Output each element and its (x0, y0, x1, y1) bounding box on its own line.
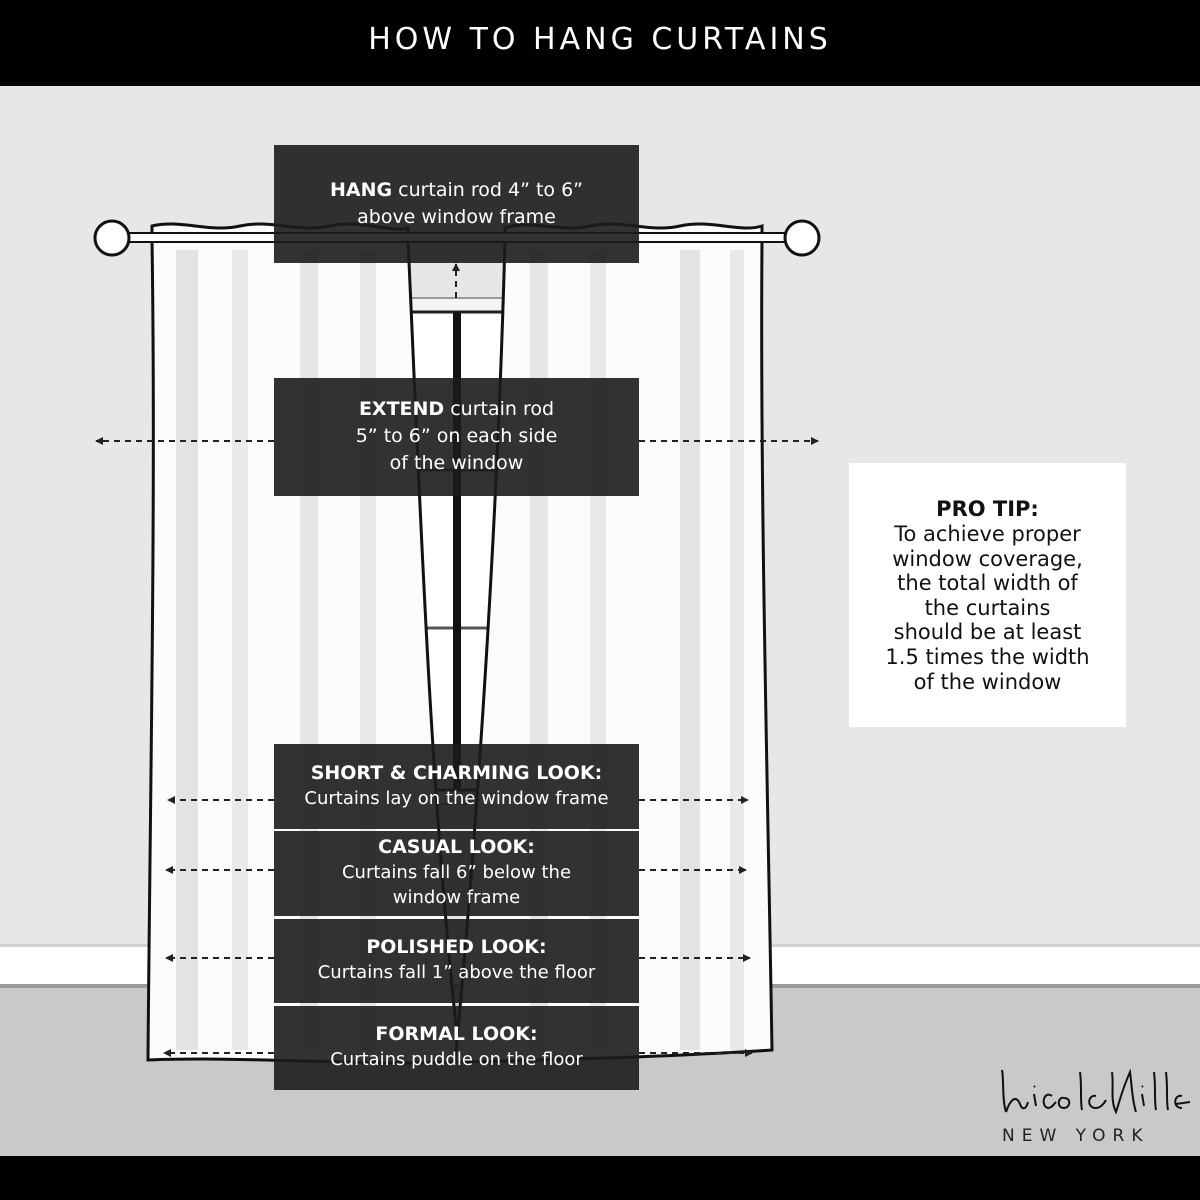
casual-look: CASUAL LOOK: Curtains fall 6” below the … (274, 831, 639, 916)
short-charming-look: SHORT & CHARMING LOOK: Curtains lay on t… (274, 744, 639, 829)
page-title: HOW TO HANG CURTAINS (368, 22, 832, 57)
extend-bold: EXTEND (358, 398, 445, 420)
measurement-guides (95, 263, 819, 1057)
hang-bold: HANG (329, 179, 393, 201)
pro-tip-line: the total width of (897, 571, 1078, 596)
look-desc: Curtains puddle on the floor (330, 1049, 583, 1070)
pro-tip-line: the curtains (924, 595, 1051, 620)
pro-tip-line: To achieve proper (894, 522, 1081, 546)
extend-line3: of the window (389, 452, 524, 474)
formal-look: FORMAL LOOK: Curtains puddle on the floo… (274, 1006, 639, 1090)
look-title: FORMAL LOOK: (375, 1023, 538, 1045)
look-title: CASUAL LOOK: (378, 836, 535, 858)
look-desc: Curtains fall 1” above the floor (317, 962, 596, 983)
hang-line2: above window frame (357, 206, 556, 228)
brand-location: NEW YORK (1002, 1126, 1150, 1146)
look-desc-2: window frame (392, 887, 521, 908)
pro-tip-line: 1.5 times the width (885, 644, 1090, 669)
look-title: POLISHED LOOK: (366, 936, 547, 958)
extend-instruction: EXTEND curtain rod 5” to 6” on each side… (274, 378, 639, 496)
pro-tip-line: should be at least (893, 620, 1082, 645)
polished-look: POLISHED LOOK: Curtains fall 1” above th… (274, 919, 639, 1003)
pro-tip-title: PRO TIP: (936, 497, 1039, 521)
look-desc: Curtains fall 6” below the (341, 862, 572, 883)
footer-bar (0, 1156, 1200, 1200)
hang-rest: curtain rod 4” to 6” (392, 179, 584, 201)
hang-instruction: HANG curtain rod 4” to 6” above window f… (274, 145, 639, 263)
look-title: SHORT & CHARMING LOOK: (310, 762, 603, 784)
header-bar: HOW TO HANG CURTAINS (0, 0, 1200, 86)
pro-tip-line: of the window (913, 669, 1062, 694)
pro-tip-line: window coverage, (892, 546, 1083, 571)
extend-rest: curtain rod (444, 398, 555, 420)
extend-line2: 5” to 6” on each side (355, 425, 558, 447)
pro-tip-body: To achieve proper window coverage, the t… (849, 522, 1126, 694)
signature-logo (1001, 1068, 1191, 1115)
look-desc: Curtains lay on the window frame (304, 788, 609, 809)
pro-tip-card: PRO TIP: To achieve proper window covera… (849, 463, 1126, 727)
brand-logo: NEW YORK (990, 1060, 1191, 1150)
